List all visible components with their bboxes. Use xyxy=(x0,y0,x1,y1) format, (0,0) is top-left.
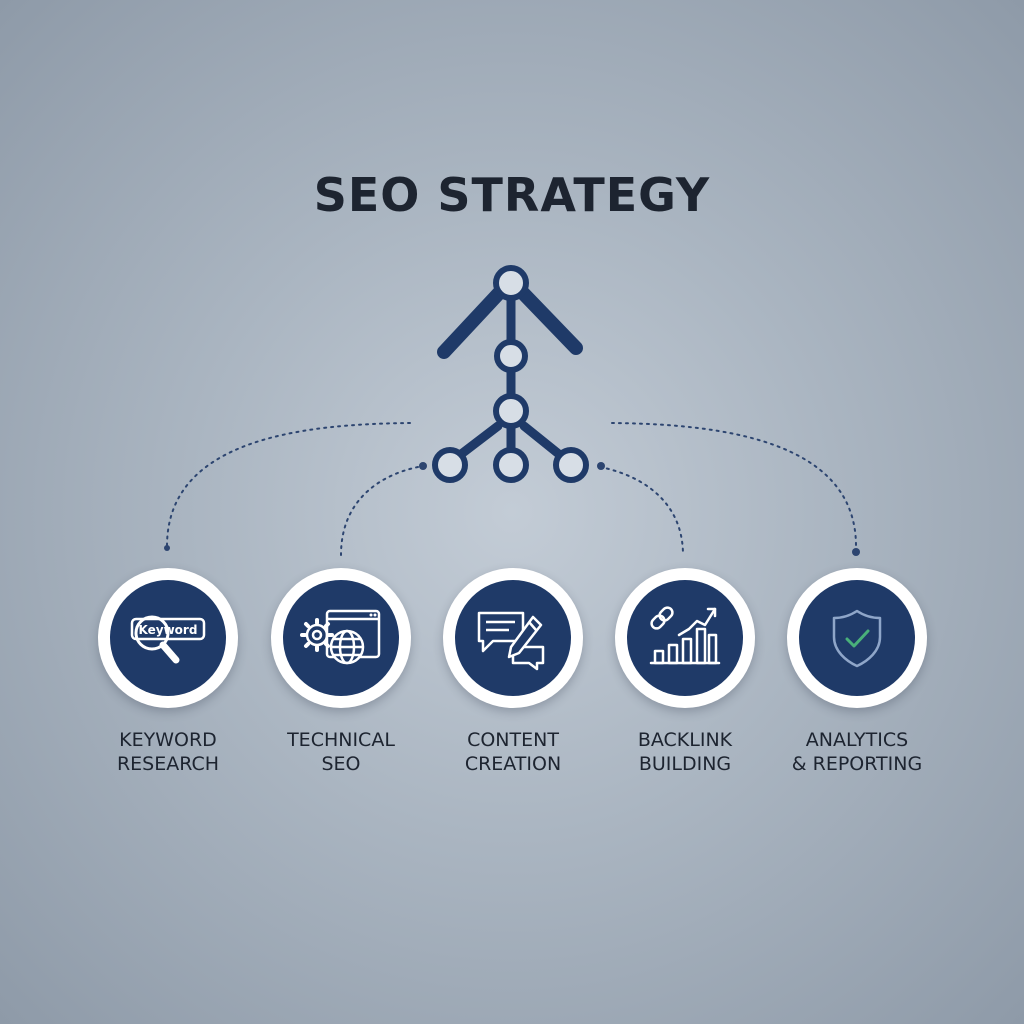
page-title: SEO STRATEGY xyxy=(313,168,711,222)
content-creation-label: CONTENT CREATION xyxy=(423,728,603,776)
keyword-research-node: Keyword xyxy=(98,568,238,708)
connector-lines xyxy=(166,422,857,556)
label-line: & REPORTING xyxy=(791,753,923,775)
connector-analytics xyxy=(611,422,857,546)
analytics-reporting-node xyxy=(787,568,927,708)
connector-dot xyxy=(597,462,605,470)
keyword-badge-text: Keyword xyxy=(139,623,198,637)
label-line: BUILDING xyxy=(638,753,732,775)
content-creation-node xyxy=(443,568,583,708)
label-line: RESEARCH xyxy=(116,753,220,775)
connector-keyword xyxy=(166,422,411,546)
network-hub-icon xyxy=(432,265,589,483)
backlink-building-node xyxy=(615,568,755,708)
label-line: BACKLINK xyxy=(637,729,733,751)
connector-content xyxy=(599,466,684,556)
connector-dot xyxy=(852,548,860,556)
label-line: KEYWORD xyxy=(119,729,217,751)
chat-pencil-icon xyxy=(477,611,545,671)
label-line: CREATION xyxy=(464,753,562,775)
connector-dot xyxy=(164,545,170,551)
technical-seo-label: TECHNICAL SEO xyxy=(251,728,431,776)
link-chart-icon xyxy=(649,606,721,665)
label-line: ANALYTICS xyxy=(805,729,909,751)
gear-globe-browser-icon xyxy=(300,609,381,665)
analytics-reporting-label: ANALYTICS & REPORTING xyxy=(767,728,947,776)
label-line: SEO xyxy=(321,753,361,775)
connector-dot xyxy=(419,462,427,470)
technical-seo-node xyxy=(271,568,411,708)
backlink-building-label: BACKLINK BUILDING xyxy=(595,728,775,776)
shield-check-icon xyxy=(832,609,882,668)
connector-technical xyxy=(340,466,419,556)
label-line: CONTENT xyxy=(467,729,559,751)
keyword-research-label: KEYWORD RESEARCH xyxy=(78,728,258,776)
keyword-search-icon: Keyword xyxy=(130,615,206,664)
label-line: TECHNICAL xyxy=(287,729,395,751)
